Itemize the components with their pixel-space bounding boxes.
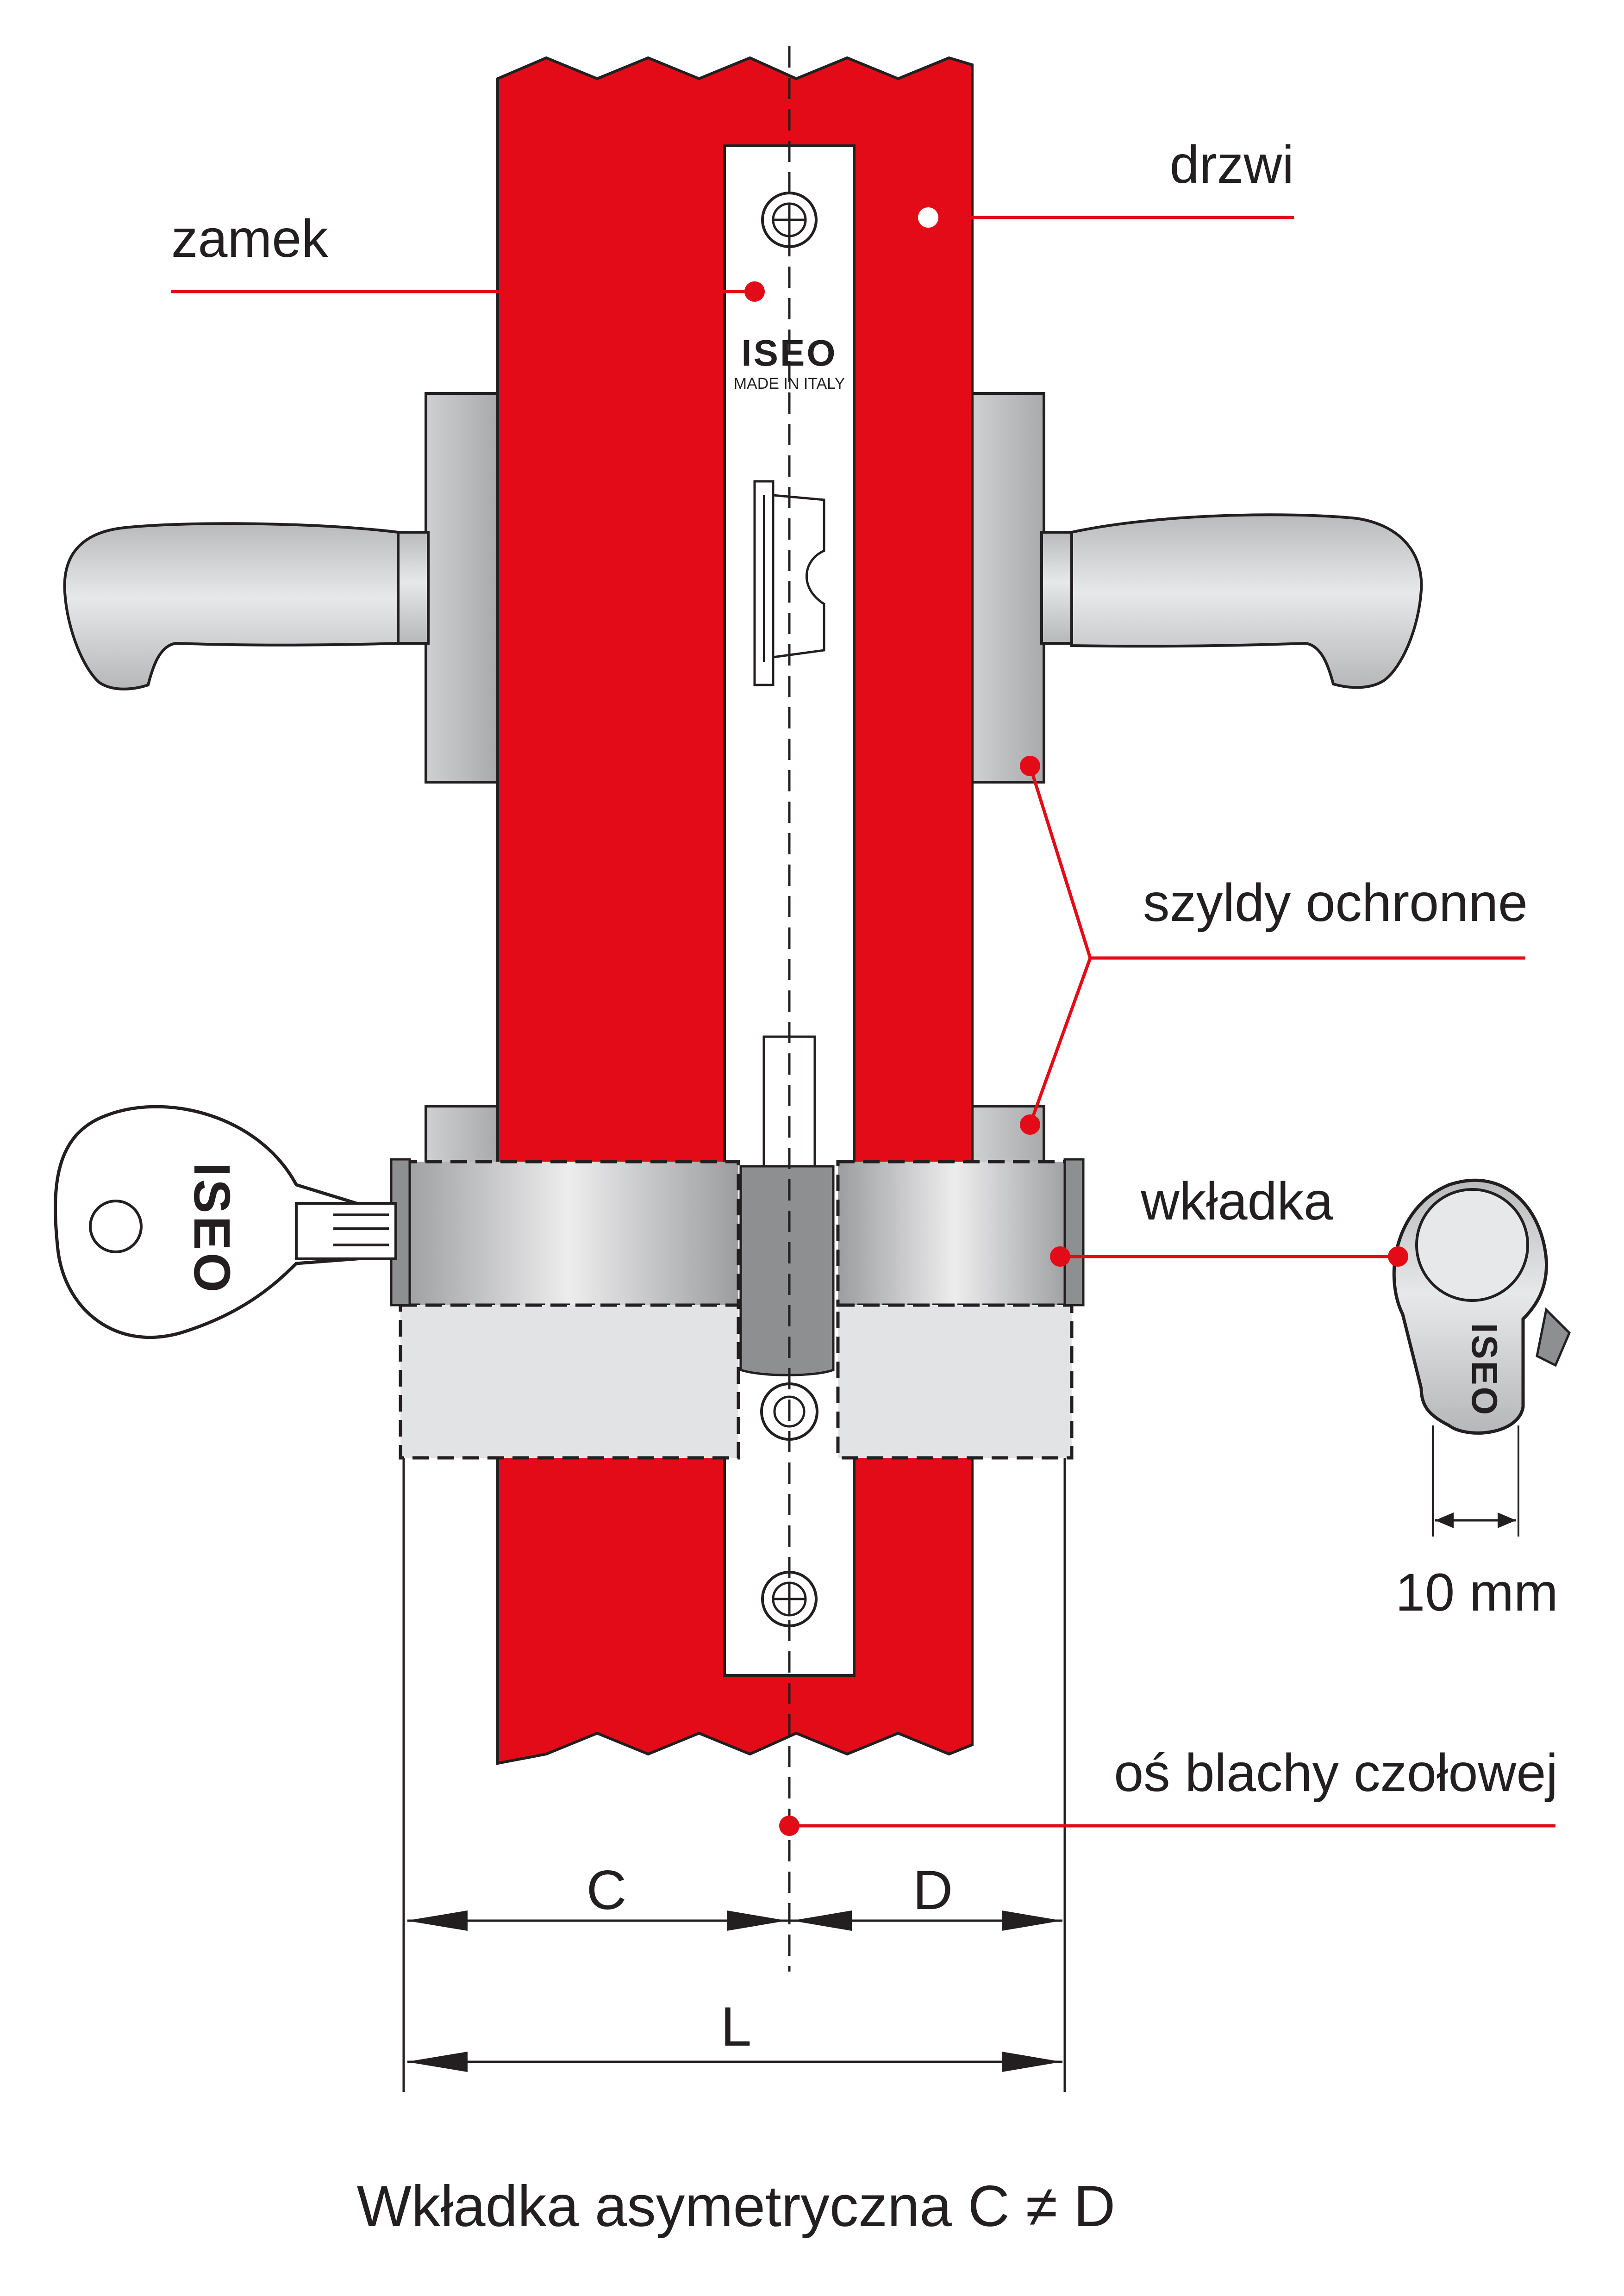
escutcheon-upper-right	[971, 392, 1045, 784]
dimension-l-label: L	[721, 1996, 752, 2058]
key-icon: ISEO	[54, 1105, 397, 1339]
latch-bolt	[753, 480, 825, 686]
label-escutcheons: szyldy ochronne	[1143, 873, 1528, 933]
diagram-caption: Wkładka asymetryczna C ≠ D	[357, 2174, 1115, 2239]
label-lock: zamek	[171, 209, 328, 268]
cylinder-cam	[739, 1165, 835, 1376]
lever-handle-right-icon	[1040, 513, 1423, 689]
label-door: drzwi	[1170, 135, 1294, 194]
cylinder-profile-brand: ISEO	[1464, 1323, 1505, 1417]
dimension-d-label: D	[913, 1859, 953, 1921]
leader-lines	[171, 216, 1555, 1828]
label-cylinder: wkładka	[1141, 1172, 1334, 1231]
label-cylinder-width: 10 mm	[1395, 1563, 1558, 1622]
leader-dots	[744, 207, 1408, 1836]
dimension-arrows	[406, 1910, 1062, 2072]
cylinder-profile: ISEO	[1392, 1178, 1571, 1537]
lever-handle-left-icon	[63, 522, 430, 691]
label-faceplate-axis: oś blachy czołowej	[1114, 1743, 1558, 1803]
cylinder	[390, 1158, 1085, 1460]
dimension-c-label: C	[587, 1859, 627, 1921]
escutcheon-upper-left	[425, 392, 499, 784]
key-brand: ISEO	[183, 1163, 240, 1295]
